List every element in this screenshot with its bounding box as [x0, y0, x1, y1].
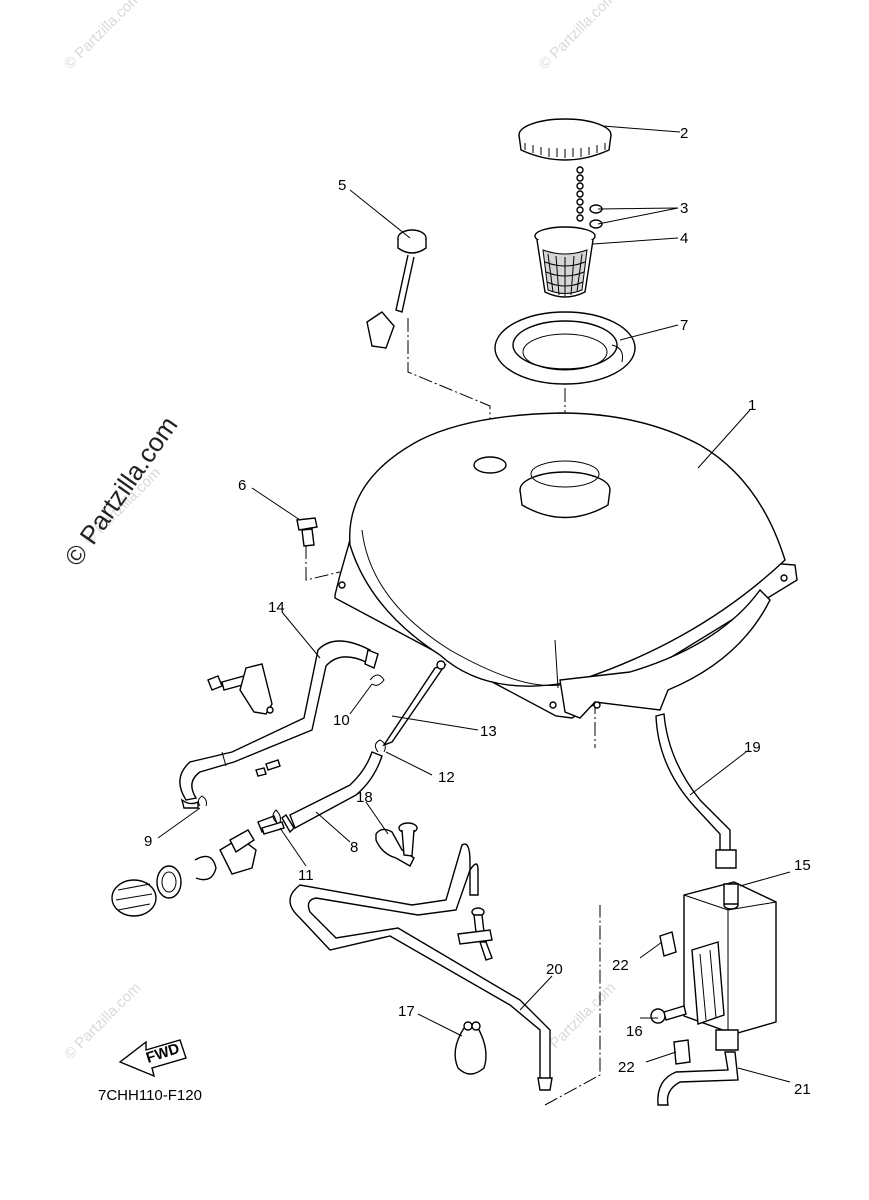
- canister-part: [683, 881, 777, 1051]
- bolt-part: [296, 517, 318, 547]
- watermark: © Partzilla.com: [536, 0, 619, 73]
- callout-9: 9: [144, 833, 152, 850]
- callout-1: 1: [748, 397, 756, 414]
- callout-21: 21: [794, 1081, 811, 1098]
- callout-12: 12: [438, 769, 455, 786]
- vent-hose-part: [289, 843, 553, 1091]
- callout-22b: 22: [618, 1059, 635, 1076]
- fuel-tank-part: [334, 412, 798, 719]
- canister-screw-part: [650, 1005, 687, 1024]
- callout-18: 18: [356, 789, 373, 806]
- leader-lines: [157, 125, 791, 1083]
- callout-8: 8: [350, 839, 358, 856]
- strainer-part: [534, 226, 596, 298]
- holder-clamp-part: [375, 822, 418, 867]
- fuel-hose-8-part: [281, 751, 383, 834]
- callout-15: 15: [794, 857, 811, 874]
- watermark: © Partzilla.com: [61, 979, 144, 1062]
- callout-14: 14: [268, 599, 285, 616]
- callout-5: 5: [338, 177, 346, 194]
- fuel-hose-long-part: [179, 640, 379, 809]
- callout-3: 3: [680, 200, 688, 217]
- drain-hose-part: [657, 1051, 739, 1106]
- diagram-code: 7CHH110-F120: [98, 1087, 202, 1104]
- canister-brackets: [659, 931, 691, 1065]
- hose-clamp-17-part: [454, 1021, 487, 1075]
- hose-clip-10-part: [369, 674, 385, 686]
- callout-16: 16: [626, 1023, 643, 1040]
- tank-cap-part: [518, 118, 612, 206]
- callout-17: 17: [398, 1003, 415, 1020]
- callout-11: 11: [298, 867, 314, 884]
- t-fitting-part: [457, 907, 493, 961]
- fwd-arrow: FWD: [118, 1039, 187, 1078]
- fuel-cock-assembly: [111, 663, 285, 917]
- callout-2: 2: [680, 125, 688, 142]
- breather-hose-part: [655, 713, 737, 869]
- watermark: © Partzilla.com: [61, 0, 144, 73]
- filler-seal-part: [494, 311, 636, 385]
- callout-7: 7: [680, 317, 688, 334]
- callout-22a: 22: [612, 957, 629, 974]
- callout-19: 19: [744, 739, 761, 756]
- callout-20: 20: [546, 961, 563, 978]
- callout-10: 10: [333, 712, 350, 729]
- callout-6: 6: [238, 477, 246, 494]
- washers-part: [576, 204, 603, 229]
- fuel-pipe-part: [382, 660, 447, 747]
- gauge-sender-part: [366, 229, 427, 349]
- small-clips: [197, 739, 386, 823]
- callouts: 2 3 4 5 7 1 6 14 10 13 12 19 18 8 9 11 1…: [144, 125, 811, 1098]
- callout-4: 4: [680, 230, 688, 247]
- callout-13: 13: [480, 723, 497, 740]
- watermark-large: © Partzilla.com: [58, 411, 183, 572]
